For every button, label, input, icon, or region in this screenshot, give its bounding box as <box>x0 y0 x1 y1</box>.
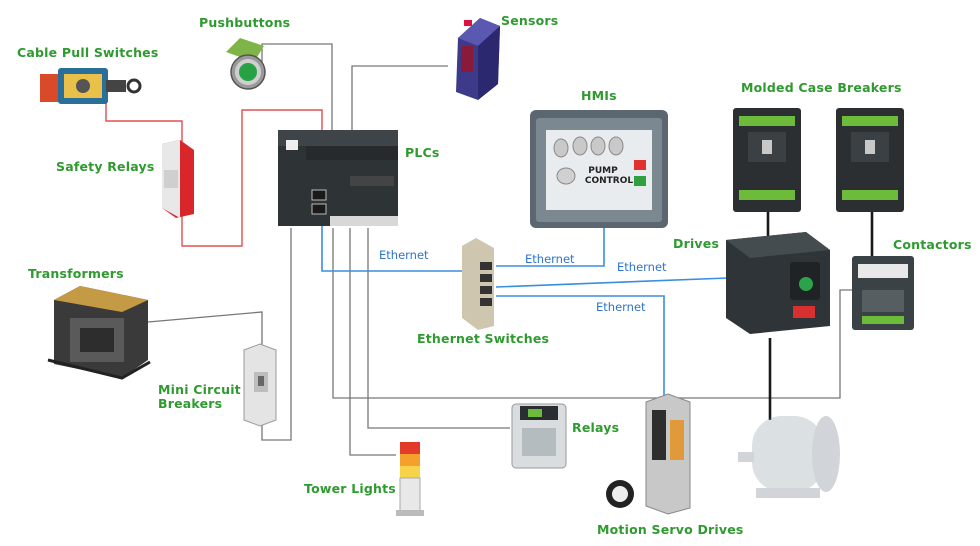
wire-sensor-plc <box>351 65 448 132</box>
label-mini-circuit-breakers-line2: Breakers <box>158 396 223 411</box>
label-plcs: PLCs <box>405 145 440 160</box>
ethernet-wires <box>321 212 729 396</box>
wire-safetyrelay-plc <box>181 109 323 247</box>
label-hmis: HMIs <box>581 88 617 103</box>
wire-transformer-mcb <box>147 311 263 350</box>
transformer-device <box>47 286 151 380</box>
drive-device <box>726 232 830 334</box>
ethernet-switch-device <box>462 238 494 330</box>
label-mini-circuit-breakers-line1: Mini Circuit <box>158 382 241 397</box>
label-relays: Relays <box>572 420 620 435</box>
ethernet-label-drive: Ethernet <box>617 260 667 274</box>
ethernet-label-servo: Ethernet <box>596 300 646 314</box>
label-tower-lights: Tower Lights <box>304 481 396 496</box>
ethernet-label-hmi: Ethernet <box>525 252 575 266</box>
wire-cablepull-safetyrelay <box>105 100 183 146</box>
hmi-screen-line1: PUMP <box>588 166 618 176</box>
label-contactors: Contactors <box>893 237 972 252</box>
signal-wires <box>147 43 852 456</box>
ethernet-hmi-switch <box>496 226 605 267</box>
ethernet-switch-servo <box>496 295 665 396</box>
ethernet-label-plc: Ethernet <box>379 248 429 262</box>
label-sensors: Sensors <box>501 13 559 28</box>
label-motion-servo-drives: Motion Servo Drives <box>597 522 744 537</box>
ethernet-switch-drive <box>495 277 729 288</box>
plc-device <box>278 130 398 226</box>
label-safety-relays: Safety Relays <box>56 159 155 174</box>
label-molded-case-breakers: Molded Case Breakers <box>741 80 902 95</box>
molded-case-breaker-1 <box>733 108 801 212</box>
pushbutton-device <box>226 38 266 90</box>
servo-drive-device <box>606 393 691 515</box>
power-wires <box>766 210 874 420</box>
label-transformers: Transformers <box>28 266 124 281</box>
mini-circuit-breaker-device <box>243 343 277 427</box>
safety-relay-device <box>162 140 194 218</box>
ethernet-plc-switch <box>321 212 486 272</box>
molded-case-breaker-2 <box>836 108 904 212</box>
relay-device <box>511 403 567 469</box>
hmi-device <box>530 110 668 228</box>
safety-wires <box>105 100 323 247</box>
label-ethernet-switches: Ethernet Switches <box>417 331 550 346</box>
wire-plc-relays <box>367 228 510 429</box>
tower-light-device <box>396 442 424 516</box>
sensor-device <box>456 18 500 100</box>
wire-mcb-plc <box>261 228 292 441</box>
wire-pushbutton-plc <box>261 43 333 132</box>
label-pushbuttons: Pushbuttons <box>199 15 291 30</box>
contactor-device <box>852 256 914 330</box>
cable-pull-switch-device <box>40 68 142 104</box>
label-drives: Drives <box>673 236 720 251</box>
hmi-screen-line2: CONTROL <box>585 176 634 186</box>
wire-plc-contactor <box>332 228 852 399</box>
wire-plc-towerlight <box>349 228 396 456</box>
motor-device <box>738 416 840 498</box>
label-cable-pull-switches: Cable Pull Switches <box>17 45 159 60</box>
